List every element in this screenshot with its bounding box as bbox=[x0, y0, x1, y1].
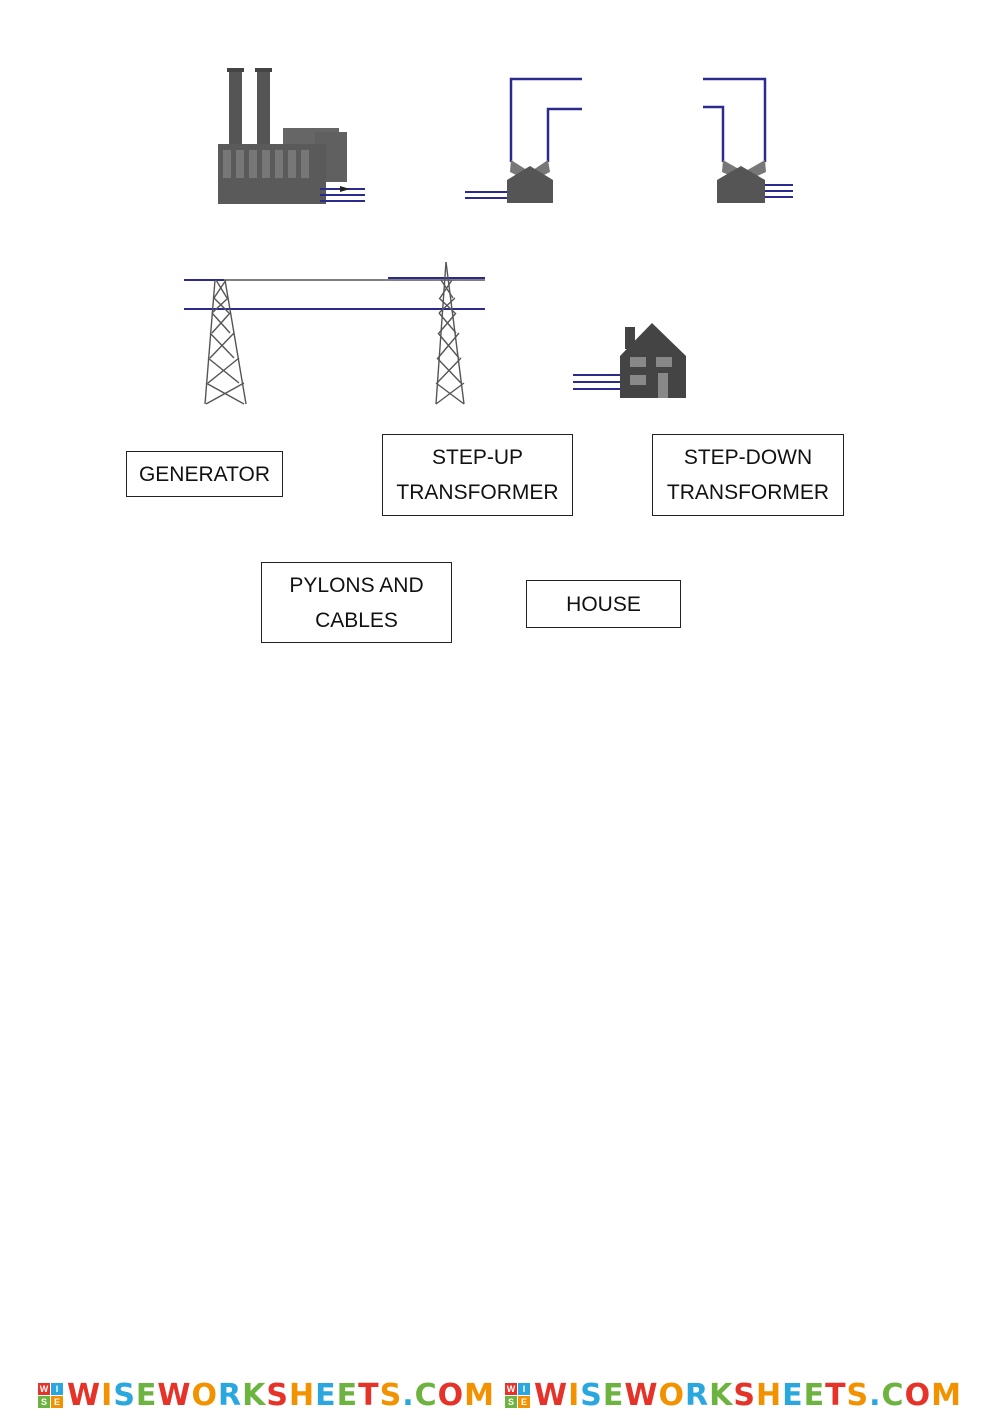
label-step-up-line-1: STEP-UP bbox=[431, 446, 523, 469]
brand-text: WISEWORKSHEETS.COM bbox=[534, 1377, 962, 1413]
label-pylons-and-cables[interactable]: PYLONS AND CABLES bbox=[261, 562, 452, 643]
label-step-down-transformer[interactable]: STEP-DOWN TRANSFORMER bbox=[652, 434, 844, 516]
label-step-up-transformer[interactable]: STEP-UP TRANSFORMER bbox=[382, 434, 573, 516]
label-pylons-line-2: CABLES bbox=[315, 608, 398, 632]
label-generator[interactable]: GENERATOR bbox=[126, 451, 283, 497]
label-house[interactable]: HOUSE bbox=[526, 580, 681, 628]
label-step-down-line-2: TRANSFORMER bbox=[666, 481, 830, 504]
brand-text: WISEWORKSHEETS.COM bbox=[67, 1377, 495, 1413]
pylon-icon bbox=[184, 261, 485, 405]
house-icon bbox=[573, 323, 686, 398]
label-house-text: HOUSE bbox=[566, 592, 641, 616]
factory-icon bbox=[218, 68, 365, 204]
step-down-transformer-icon bbox=[703, 77, 793, 203]
label-step-down-line-1: STEP-DOWN bbox=[683, 446, 813, 469]
label-generator-text: GENERATOR bbox=[138, 462, 271, 486]
label-step-up-line-2: TRANSFORMER bbox=[396, 481, 559, 504]
label-pylons-line-1: PYLONS AND bbox=[289, 573, 424, 597]
step-up-transformer-icon bbox=[465, 77, 582, 203]
